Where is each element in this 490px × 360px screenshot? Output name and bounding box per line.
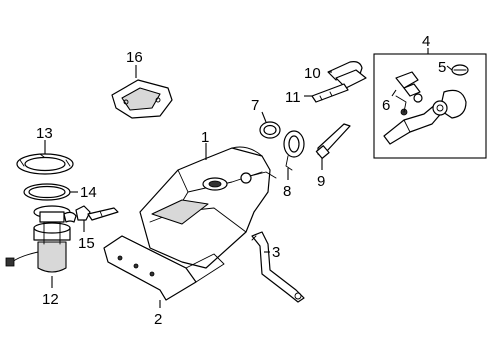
callout-11: 11 [285,89,301,106]
part-8-filler-clamp [283,130,305,180]
callout-8: 8 [283,183,291,200]
callout-15: 15 [78,235,95,252]
part-16-heat-shield [111,65,173,119]
callout-5: 5 [438,59,446,76]
callout-13: 13 [36,125,53,142]
part-10-filler-tube [327,61,367,89]
callout-3: 3 [272,244,280,261]
part-14-seal-gasket [23,183,78,201]
callout-2: 2 [154,311,162,328]
callout-10: 10 [304,65,321,82]
part-7-filler-seal [259,111,281,139]
callout-7: 7 [251,97,259,114]
callout-1: 1 [201,129,209,146]
part-2-skid-plate [103,235,225,308]
part-6-filler-bracket [391,89,397,97]
part-1-fuel-tank [139,143,277,269]
part-11-fuel-line [304,83,349,103]
part-13-lock-ring [16,140,74,175]
part-3-tank-strap [251,231,305,303]
part-12-fuel-pump-module [5,205,77,288]
callout-6: 6 [382,97,390,114]
part-5-fuel-cap [446,65,453,71]
callout-12: 12 [42,291,59,308]
part-9-vent-hose [315,123,351,170]
callout-9: 9 [317,173,325,190]
callout-labels: 1 2 3 4 5 6 7 8 9 10 11 12 13 14 15 16 [36,33,446,328]
callout-14: 14 [80,184,97,201]
callout-4: 4 [422,33,430,50]
part-4-filler-assembly-inset [373,48,487,159]
callout-16: 16 [126,49,143,66]
part-15-sending-unit [75,205,119,232]
